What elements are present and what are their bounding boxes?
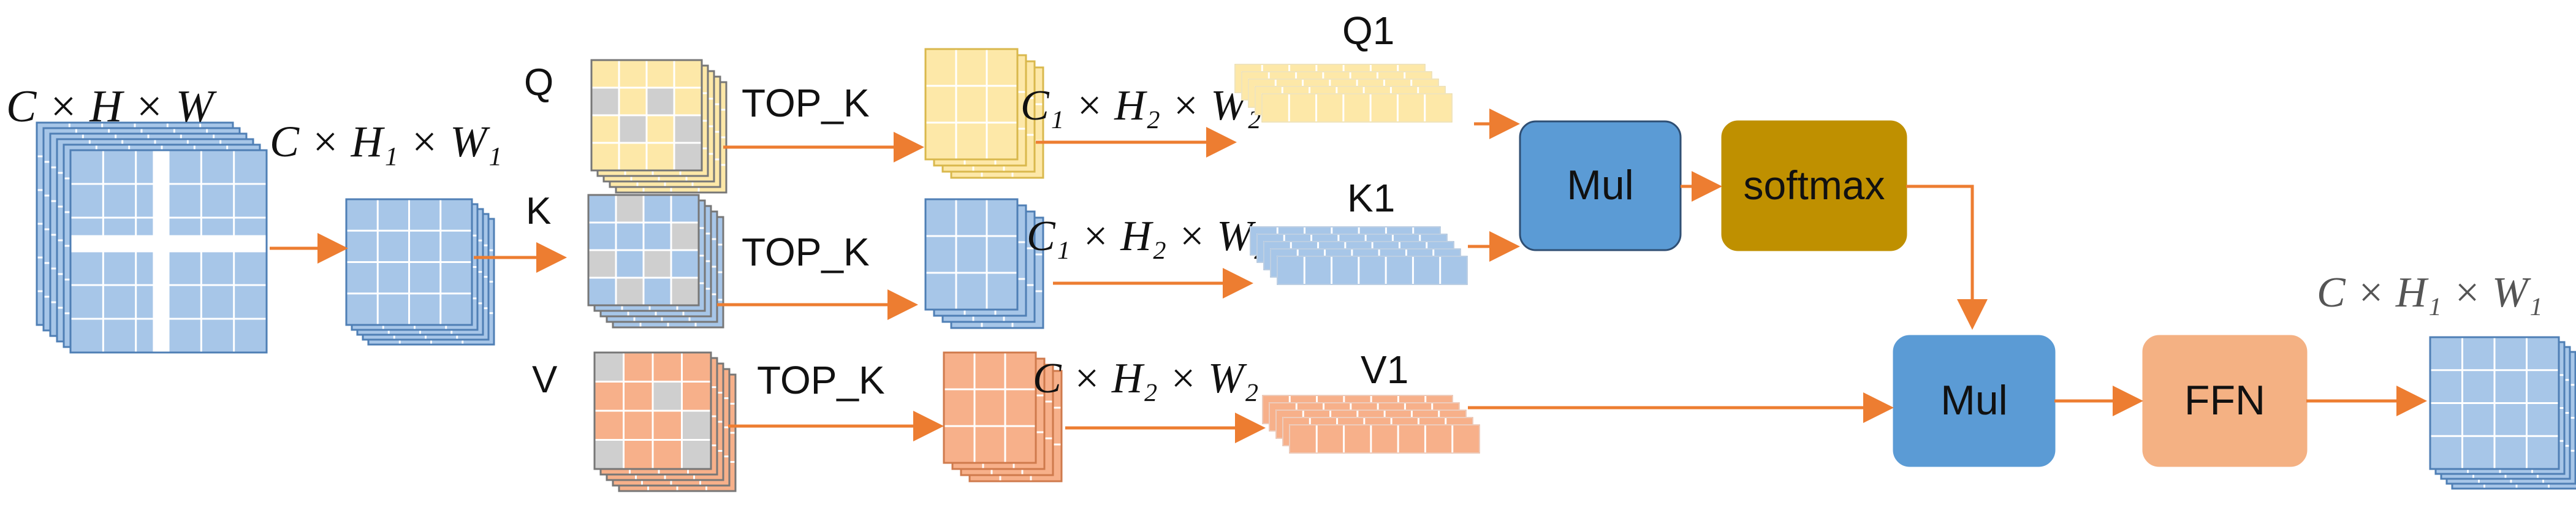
arrows (270, 109, 2427, 443)
q-feature-stack (590, 59, 728, 194)
pooled-feature-stack (345, 198, 495, 346)
q-dims-label: C₁ × H₂ × W₂ (1020, 82, 1261, 129)
token-row (1261, 93, 1453, 123)
stack-layer (590, 59, 703, 172)
v1-token-stack (1262, 395, 1480, 454)
topk-k-label: TOP_K (742, 230, 870, 274)
stack-layer (943, 351, 1037, 464)
k-label: K (526, 190, 551, 232)
v-dims-label: C × H₂ × W₂ (1033, 355, 1259, 402)
mul-bottom-label: Mul (1940, 377, 2008, 424)
token-row (1289, 424, 1480, 454)
k-dims-label: C₁ × H₂ × W₂ (1027, 213, 1267, 260)
v-topk-stack (943, 351, 1063, 482)
output-dims-label: C × H₁ × W₁ (2317, 269, 2543, 316)
q1-label: Q1 (1342, 9, 1394, 53)
stack-layer (924, 198, 1019, 311)
arrow-softmax-to-mul (1906, 185, 1988, 330)
mul-top-label: Mul (1567, 162, 1634, 208)
softmax-label: softmax (1743, 162, 1885, 208)
topk-v-label: TOP_K (757, 358, 885, 402)
k-feature-stack (587, 194, 724, 329)
k-topk-stack (924, 198, 1044, 329)
topk-q-label: TOP_K (742, 81, 870, 125)
k1-label: K1 (1347, 176, 1395, 220)
q1-token-stack (1234, 64, 1453, 123)
mul-bottom-box: Mul (1893, 335, 2056, 467)
stack-layer (924, 48, 1019, 161)
k1-token-stack (1250, 226, 1468, 285)
output-feature-stack (2429, 336, 2576, 490)
stack-layer (69, 149, 268, 354)
stack-layer (2429, 336, 2560, 470)
q-label: Q (524, 61, 553, 104)
stack-layer (593, 351, 712, 470)
input-feature-stack (36, 121, 268, 354)
q-topk-stack (924, 48, 1044, 179)
token-row (1277, 256, 1468, 285)
input-dims-label: C × H × W (6, 82, 218, 132)
v-feature-stack (593, 351, 737, 492)
softmax-box: softmax (1721, 120, 1907, 251)
ffn-label: FFN (2184, 377, 2265, 424)
stack-layer (345, 198, 473, 326)
v-label: V (532, 359, 558, 401)
pooled-dims-label: C × H₁ × W₁ (270, 117, 502, 166)
v1-label: V1 (1361, 348, 1408, 392)
stack-layer (587, 194, 700, 307)
ffn-box: FFN (2142, 335, 2308, 467)
mul-top-box: Mul (1519, 120, 1682, 251)
